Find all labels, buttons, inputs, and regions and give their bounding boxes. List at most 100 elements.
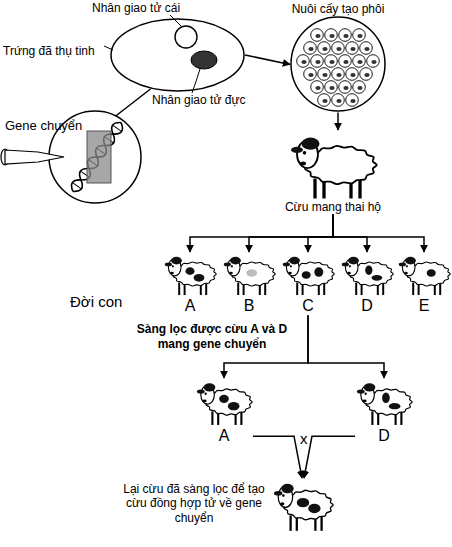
node-label: B (244, 296, 255, 315)
cell-nucleus (336, 99, 341, 103)
pipette-bulb (1, 149, 9, 165)
sheep-leg (296, 283, 298, 295)
sheep-ear (283, 263, 290, 267)
cell-nucleus (329, 34, 334, 38)
sheep-ear (224, 263, 231, 267)
node-label: D (378, 426, 390, 445)
sheep-wool-curl (364, 383, 376, 391)
node-label: A (219, 426, 230, 445)
arrow-connector (116, 89, 151, 116)
embryo-cell (360, 42, 373, 55)
cell-nucleus (364, 47, 369, 51)
embryo-cell (360, 68, 373, 81)
cell-nucleus (343, 86, 348, 90)
outline (291, 17, 385, 111)
node-label: C (302, 296, 314, 315)
gene-marker-patch (246, 269, 257, 277)
sheep-illustration (281, 252, 335, 296)
embryo-cell (346, 94, 359, 107)
cell-nucleus (350, 47, 355, 51)
sheep-ear (274, 491, 282, 496)
cell-nucleus (350, 99, 355, 103)
embryo-cell (367, 55, 380, 68)
cell-nucleus (336, 73, 341, 77)
sheep-leg (371, 411, 373, 425)
sheep-nose (363, 400, 367, 403)
cell-nucleus (357, 86, 362, 90)
sheep-eye (303, 151, 307, 155)
gene-marker-patch (365, 265, 372, 275)
cell-nucleus (322, 99, 327, 103)
arrow-connector (190, 214, 333, 252)
embryo-cell (332, 42, 345, 55)
embryo-cell (353, 29, 366, 42)
sheep-illustration (222, 252, 276, 296)
sheep-illustration (195, 378, 253, 426)
sheep-illustration (272, 478, 334, 532)
gene-marker-patch (219, 395, 229, 403)
sheep-illustration (340, 252, 394, 296)
offspring-sheep: E (397, 252, 451, 315)
gene-marker-patch (372, 275, 383, 281)
embryo-cell (318, 42, 331, 55)
arrow-connector (304, 436, 355, 478)
embryo-cell (318, 94, 331, 107)
node-outline (290, 16, 386, 112)
gene-marker-patch (297, 498, 309, 507)
offspring-sheep: D (340, 252, 394, 315)
arrow-connector (333, 214, 424, 252)
node-label: A (185, 296, 196, 315)
cell-nucleus (322, 47, 327, 51)
arrow-connector (245, 55, 290, 64)
sheep-wool-curl (289, 257, 300, 265)
cell-nucleus (301, 60, 306, 64)
embryo-cell (346, 42, 359, 55)
sheep-leg (205, 283, 207, 295)
cell-nucleus (357, 60, 362, 64)
sheep-nose (404, 272, 408, 274)
sheep-nose (347, 272, 351, 274)
annotation-label: Nhân giao tử đực (152, 93, 245, 107)
sheep-leg (178, 283, 180, 295)
arrow-connector (308, 214, 333, 252)
gene-marker-patch (427, 269, 436, 277)
cell-nucleus (322, 73, 327, 77)
embryo-cell (304, 42, 317, 55)
cell-nucleus (329, 86, 334, 90)
homozygous-sheep: Lại cừu đã sàng lọc để tạo cừu đồng hợp … (272, 478, 334, 532)
gene-marker-patch (314, 267, 323, 277)
embryo-cell (346, 68, 359, 81)
embryo-cell (339, 81, 352, 94)
embryo-cell (325, 81, 338, 94)
sheep-leg (240, 411, 242, 425)
gene-marker-patch (194, 274, 205, 282)
sheep-illustration (288, 130, 378, 200)
sheep-eye (406, 265, 408, 267)
embryo-cell (311, 55, 324, 68)
sheep-illustration (397, 252, 451, 296)
sheep-illustration (163, 252, 217, 296)
sheep-leg (382, 283, 384, 295)
sheep-eye (364, 392, 366, 395)
sheep-ear (197, 389, 205, 393)
cell-nucleus (329, 60, 334, 64)
offspring-sheep: B (222, 252, 276, 315)
screened-sheep: A (195, 378, 253, 445)
sheep-ear (165, 263, 172, 267)
embryo-cell (325, 55, 338, 68)
sheep-nose (203, 400, 207, 403)
annotation-label: x (300, 430, 308, 448)
sheep-leg (439, 283, 441, 295)
fertilized-egg: Trứng đã thụ tinh (110, 18, 245, 92)
sheep-nose (280, 502, 284, 505)
embryo-cell (311, 81, 324, 94)
sheep-leg (355, 283, 357, 295)
sheep-leg (323, 283, 325, 295)
node-outline (110, 18, 245, 92)
sheep-leg (289, 516, 291, 531)
sheep-nose (170, 272, 174, 274)
node-label: Trứng đã thụ tinh (3, 44, 95, 58)
sheep-ear (357, 389, 365, 393)
embryo-cell (339, 29, 352, 42)
sheep-eye (349, 265, 351, 267)
